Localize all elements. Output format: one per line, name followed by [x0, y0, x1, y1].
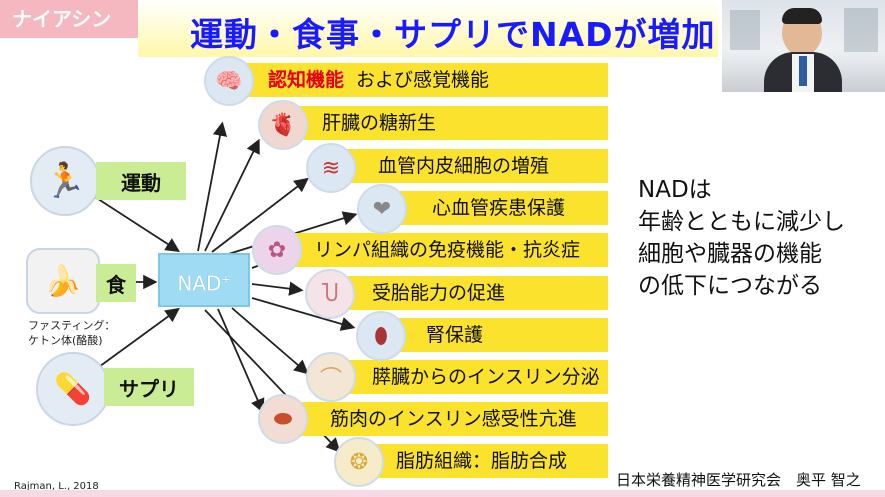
- input-food: 食: [96, 264, 136, 302]
- uterus-icon: Ⴎ: [305, 269, 355, 319]
- pancreas-icon: ⌒: [306, 352, 356, 402]
- blood-vessel-icon: ≋: [306, 143, 356, 193]
- nad-decline-note: NADは 年齢とともに減少し 細胞や臓器の機能 の低下につながる: [638, 177, 845, 299]
- title-band: [138, 0, 718, 57]
- citation: Rajman, L., 2018: [14, 481, 99, 492]
- effect-bar-liver: 肝臓の糖新生: [278, 106, 608, 140]
- effect-bar-kidney: 腎保護: [380, 318, 608, 352]
- supplement-icon-circle: 💊: [36, 352, 110, 426]
- presenter-hair: [782, 8, 822, 24]
- topic-tag: ナイアシン: [0, 0, 138, 38]
- muscle-icon: ⬬: [258, 394, 308, 444]
- exercise-icon-circle: 🏃: [30, 146, 100, 216]
- effect-bar-pancreas: 膵臓からのインスリン分泌: [330, 360, 608, 394]
- kidney-icon: ⬮: [356, 311, 406, 361]
- effect-bar-fat: 脂肪組織：脂肪合成: [356, 444, 608, 478]
- bottom-band: [0, 490, 885, 497]
- input-supplement: サプリ: [104, 368, 194, 406]
- supplement-pills-icon: 💊: [54, 371, 92, 407]
- effect-bar-cognition: 認知機能および感覚機能: [232, 63, 608, 97]
- input-exercise: 運動: [96, 162, 186, 200]
- food-icon: 🍌: [44, 263, 82, 299]
- effect-bar-fertility: 受胎能力の促進: [330, 276, 608, 310]
- presenter-video-thumbnail: [722, 0, 885, 92]
- effect-bar-muscle: 筋肉のインスリン感受性亢進: [278, 402, 608, 436]
- heart-icon: ❤: [357, 184, 407, 234]
- nad-hub: NAD+: [158, 253, 250, 307]
- brain-icon: 🧠: [204, 56, 254, 106]
- effect-bar-lymph: リンパ組織の免疫機能・抗炎症: [278, 233, 608, 267]
- fasting-note: ファスティング： ケトン体(酪酸): [28, 319, 116, 347]
- jump-rope-person-icon: 🏃: [43, 161, 87, 201]
- lymph-node-icon: ✿: [252, 225, 302, 275]
- slide-title: 運動・食事・サプリでNADが増加: [190, 15, 716, 54]
- effect-bar-cardio: 心血管疾患保護: [380, 191, 608, 225]
- food-icon-circle: 🍌: [26, 248, 100, 314]
- effect-bar-vascular: 血管内皮細胞の増殖: [330, 149, 608, 183]
- liver-icon: 🫀: [258, 100, 308, 150]
- affiliation: 日本栄養精神医学研究会 奥平 智之: [616, 471, 861, 489]
- fat-cells-icon: ❂: [334, 437, 384, 487]
